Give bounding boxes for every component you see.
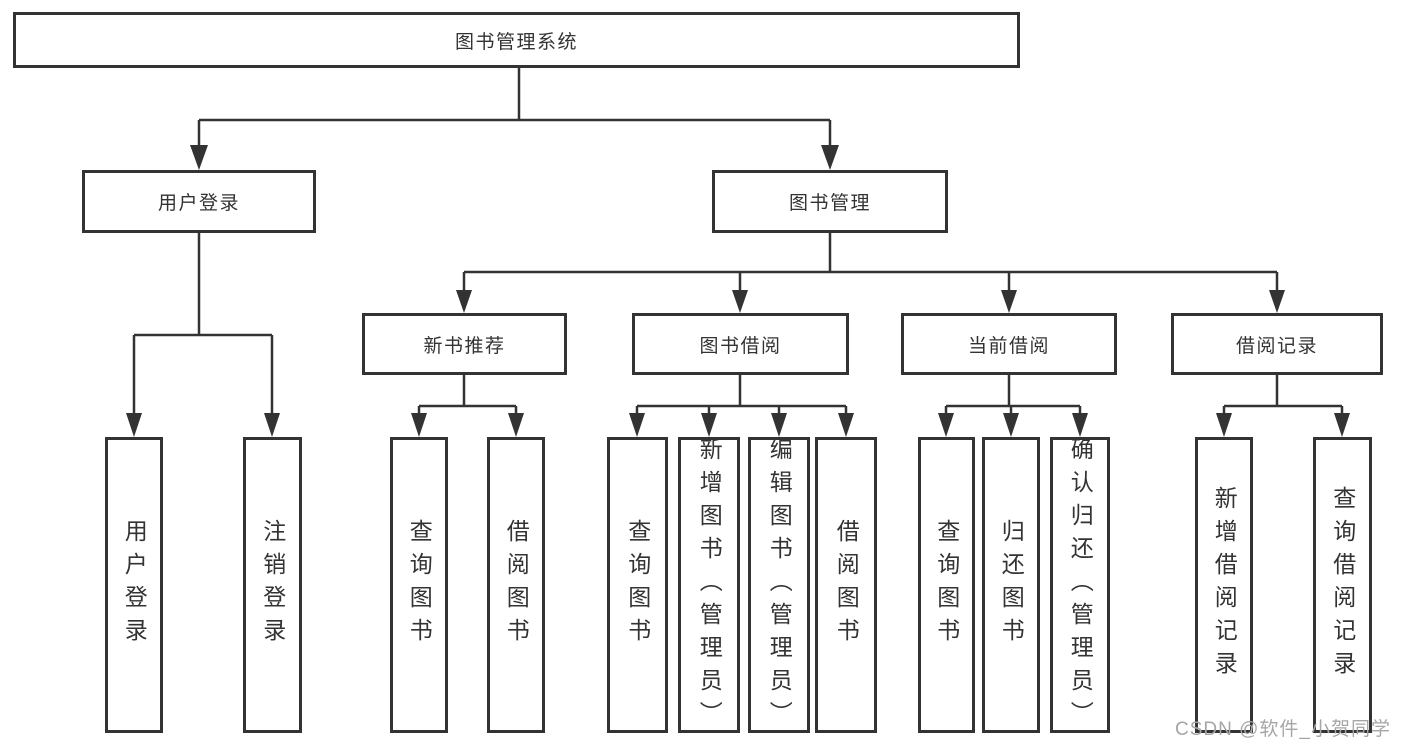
leaf-add-books-admin-label: 新增图书（管理员） (696, 436, 723, 734)
leaf-edit-books-admin-label: 编辑图书（管理员） (766, 436, 793, 734)
leaf-query-books-2-label: 查询图书 (624, 519, 651, 651)
node-book-management-label: 图书管理 (788, 193, 871, 214)
node-root: 图书管理系统 (13, 12, 1020, 68)
node-user-login: 用户登录 (82, 170, 316, 233)
leaf-user-login: 用户登录 (105, 437, 163, 733)
leaf-query-books-1-label: 查询图书 (406, 519, 433, 651)
leaf-edit-books-admin: 编辑图书（管理员） (748, 436, 810, 734)
leaf-add-borrow-record-label: 新增借阅记录 (1211, 486, 1238, 684)
leaf-add-books-admin: 新增图书（管理员） (678, 436, 740, 734)
leaf-logout-label: 注销登录 (259, 519, 286, 651)
leaf-user-login-label: 用户登录 (121, 519, 148, 651)
leaf-query-books-3-label: 查询图书 (933, 519, 960, 651)
leaf-query-books-1: 查询图书 (390, 437, 448, 733)
node-borrowing-records: 借阅记录 (1171, 313, 1383, 375)
leaf-query-books-3: 查询图书 (918, 437, 975, 733)
node-current-borrowing-label: 当前借阅 (967, 335, 1050, 357)
node-root-label: 图书管理系统 (454, 31, 578, 53)
node-book-borrowing-label: 图书借阅 (699, 335, 782, 357)
leaf-borrow-books-2: 借阅图书 (815, 437, 877, 733)
node-new-book-recommend-label: 新书推荐 (423, 335, 506, 357)
leaf-query-books-2: 查询图书 (607, 437, 668, 733)
leaf-confirm-return-admin: 确认归还（管理员） (1050, 436, 1110, 734)
leaf-query-borrow-record-label: 查询借阅记录 (1329, 486, 1356, 684)
leaf-query-borrow-record: 查询借阅记录 (1313, 437, 1372, 733)
leaf-logout: 注销登录 (243, 437, 302, 733)
node-current-borrowing: 当前借阅 (901, 313, 1117, 375)
node-book-borrowing: 图书借阅 (632, 313, 849, 375)
leaf-borrow-books-1: 借阅图书 (487, 437, 545, 733)
node-new-book-recommend: 新书推荐 (362, 313, 567, 375)
leaf-borrow-books-2-label: 借阅图书 (833, 519, 860, 651)
leaf-borrow-books-1-label: 借阅图书 (503, 519, 530, 651)
csdn-watermark: CSDN @软件_小贺同学 (1175, 719, 1391, 740)
leaf-return-books: 归还图书 (982, 437, 1040, 733)
leaf-add-borrow-record: 新增借阅记录 (1195, 437, 1253, 733)
node-book-management: 图书管理 (712, 170, 948, 233)
node-borrowing-records-label: 借阅记录 (1235, 335, 1318, 357)
arrowheads (126, 145, 1350, 437)
leaf-confirm-return-admin-label: 确认归还（管理员） (1067, 436, 1094, 734)
node-user-login-label: 用户登录 (157, 193, 240, 214)
leaf-return-books-label: 归还图书 (998, 519, 1025, 651)
